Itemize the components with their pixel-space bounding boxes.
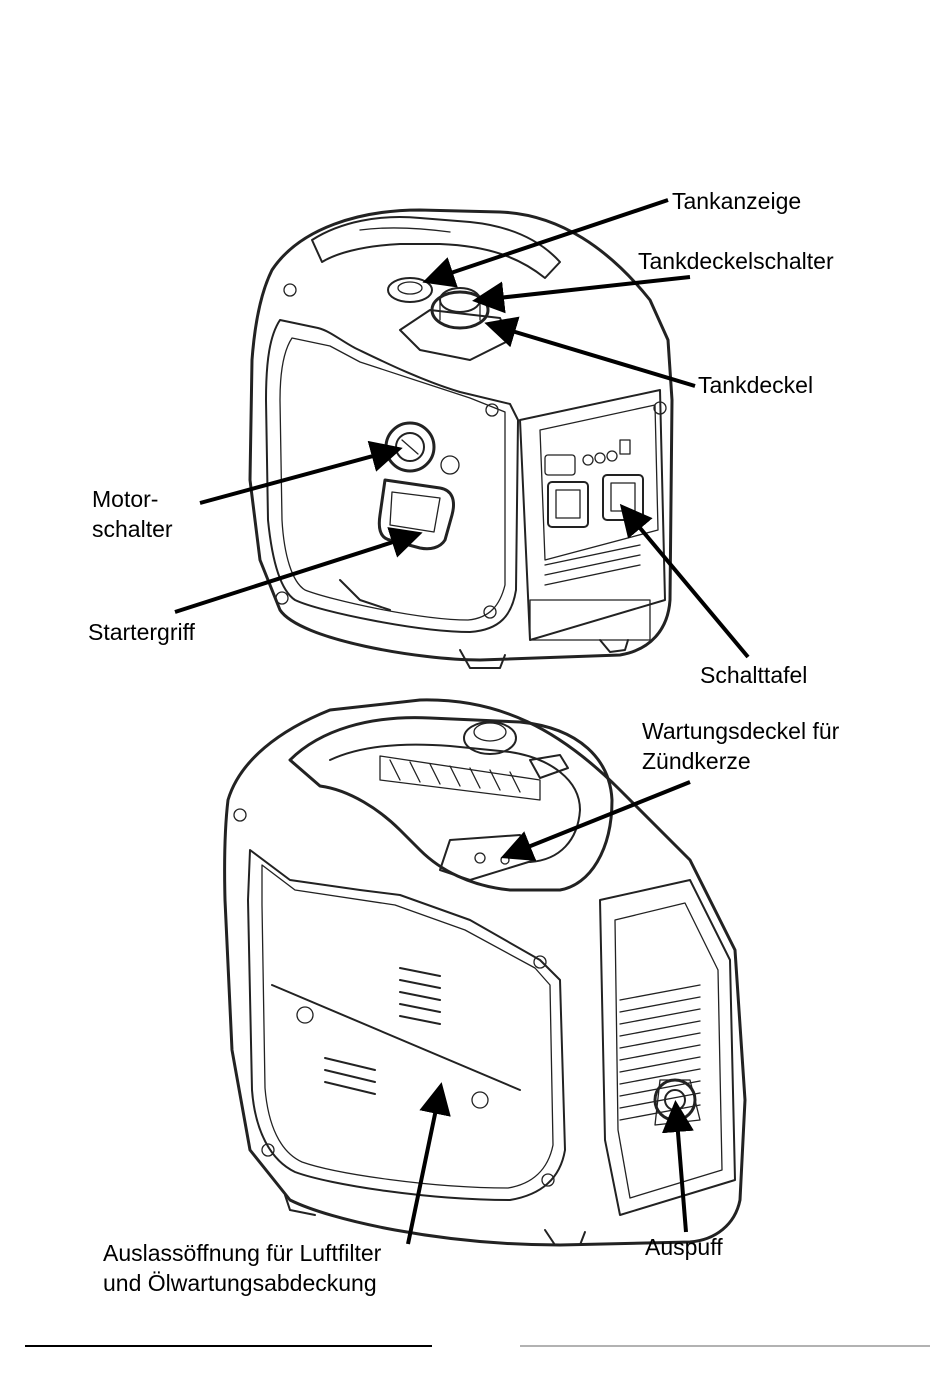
label-tankanzeige: Tankanzeige <box>672 186 801 216</box>
generator-front-illustration <box>250 210 672 668</box>
label-tankdeckelschalter: Tankdeckelschalter <box>638 246 834 276</box>
label-schalttafel: Schalttafel <box>700 660 807 690</box>
label-motorschalter-line2: schalter <box>92 514 173 544</box>
label-startergriff: Startergriff <box>88 617 195 647</box>
label-tankdeckel: Tankdeckel <box>698 370 813 400</box>
label-auslass: Auslassöffnung für Luftfilter und Ölwart… <box>103 1238 381 1298</box>
generator-rear-illustration <box>225 700 745 1245</box>
label-wartungsdeckel: Wartungsdeckel für Zündkerze <box>642 716 839 776</box>
label-motorschalter: Motor- schalter <box>92 484 173 544</box>
label-wartungsdeckel-line1: Wartungsdeckel für <box>642 716 839 746</box>
label-motorschalter-line1: Motor- <box>92 484 173 514</box>
label-auslass-line2: und Ölwartungsabdeckung <box>103 1268 381 1298</box>
label-auslass-line1: Auslassöffnung für Luftfilter <box>103 1238 381 1268</box>
label-wartungsdeckel-line2: Zündkerze <box>642 746 839 776</box>
label-auspuff: Auspuff <box>645 1232 723 1262</box>
